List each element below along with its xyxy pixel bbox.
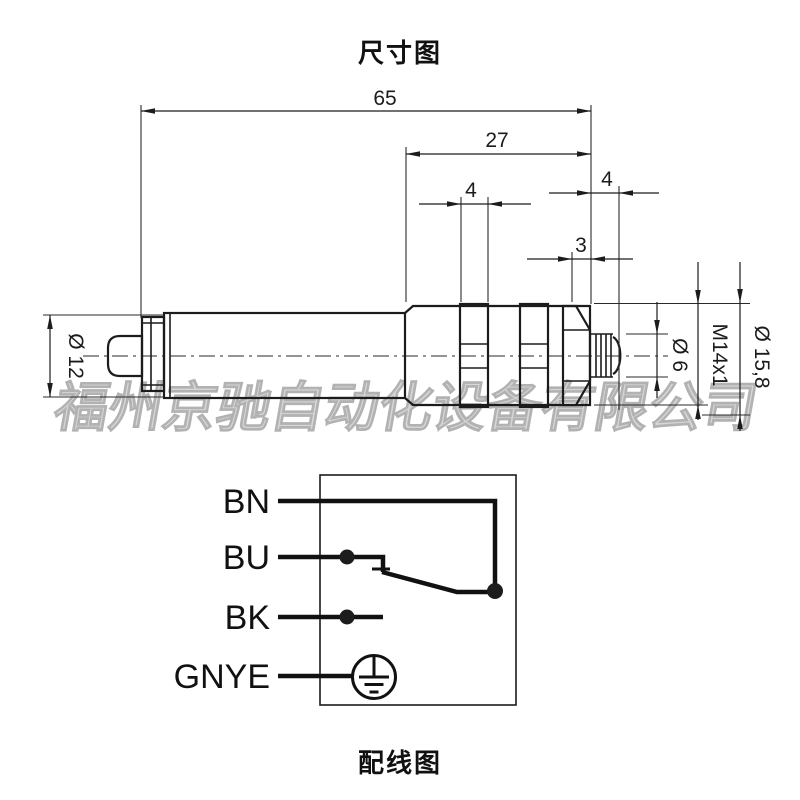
dimension-annotations: 65 27 4 4 [43,87,773,431]
collar-ring [140,315,166,393]
lock-nut-1-flats [460,343,488,369]
dim-tip-diameter: Ø 6 [654,302,691,398]
dim-label-lock-nut-width: 4 [465,179,477,202]
dim-thread-length: 27 [406,129,591,157]
wire-label-gnye: GNYE [174,658,270,696]
dim-label-thread-spec: M14x1 [708,323,731,386]
wire-label-bn: BN [223,483,270,521]
earth-ground-icon [351,654,397,700]
dim-hex-width: 3 [527,234,633,262]
wire-bu [278,554,386,572]
cable-plug [106,334,144,378]
wire-label-bu: BU [223,539,270,577]
dim-label-thread-length: 27 [485,129,508,152]
wiring-diagram: BN BU BK GNYE [174,474,517,706]
dim-label-hex-diameter: Ø 15,8 [750,325,773,388]
sensor-part-drawing [83,302,668,409]
terminal-dot-bu [339,549,355,565]
dim-overall-length: 65 [141,87,591,114]
dim-label-overall-length: 65 [373,87,396,110]
dim-body-diameter: Ø 12 [47,315,87,397]
sensing-tip-ribs [591,333,613,378]
wire-bn [278,498,498,588]
lock-nut-1 [458,302,490,409]
dim-hex-diameter: Ø 15,8 [737,262,773,431]
dimension-diagram-title: 尺寸图 [357,39,442,69]
end-hex-nut-flats [563,329,590,382]
dim-tip-length: 4 [549,168,659,196]
dim-label-tip-length: 4 [601,168,613,191]
wiring-diagram-title: 配线图 [357,749,442,779]
sensor-body [162,311,407,400]
dim-label-hex-width: 3 [575,234,587,257]
extension-lines [43,105,750,416]
terminal-dot-bk [339,609,355,625]
dim-label-tip-diameter: Ø 6 [668,338,691,372]
dim-label-body-diameter: Ø 12 [64,333,87,379]
collar-detail-lines [142,317,164,391]
dim-thread-spec: M14x1 [695,262,731,420]
switch-arm [381,569,492,595]
lock-nut-2 [518,302,550,409]
wire-label-bk: BK [225,599,271,637]
wiring-box [319,474,517,706]
sensing-tip-dome [612,336,622,375]
lock-nut-2-flats [520,343,548,369]
dim-lock-nut-width: 4 [419,179,531,207]
junction-dot-bn [487,583,503,599]
